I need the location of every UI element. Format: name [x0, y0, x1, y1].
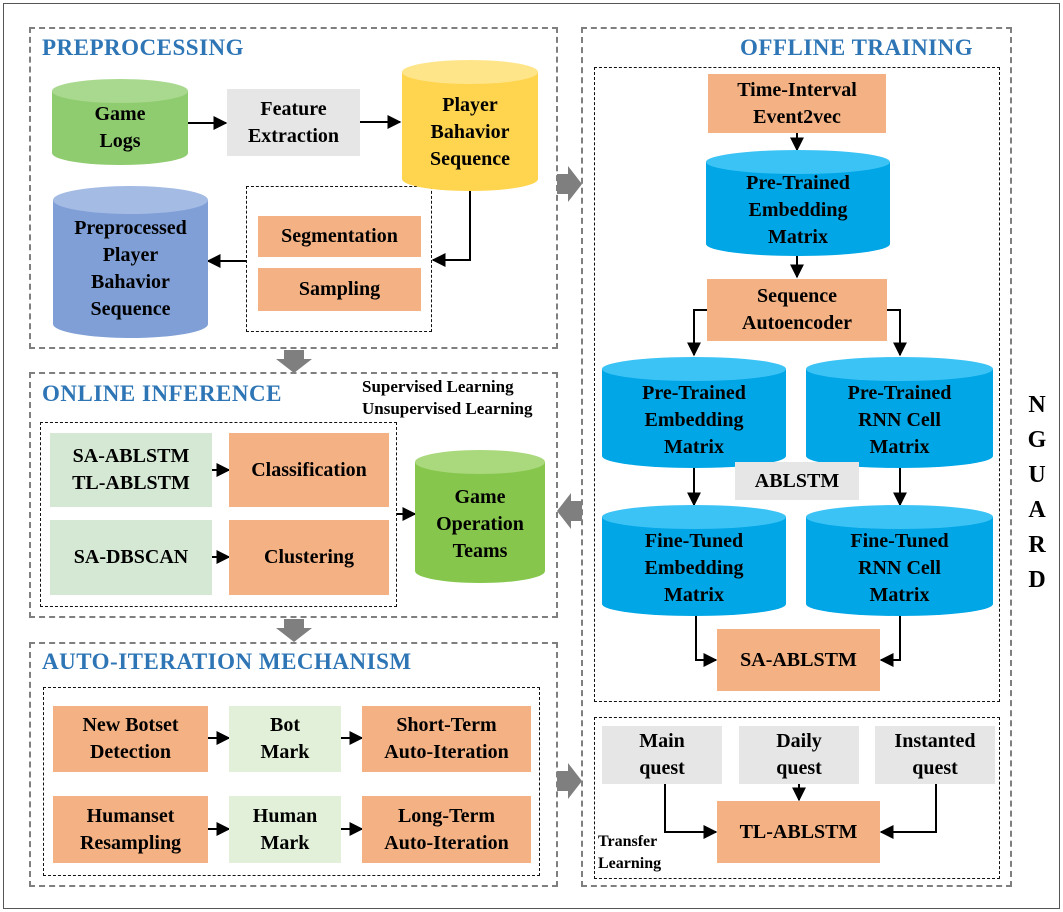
gray-arrow-pre-to-offline — [557, 166, 582, 202]
game-logs-cylinder: Game Logs — [52, 79, 188, 165]
offline-core-group — [594, 67, 1000, 702]
pretrained-embedding-top-label: Pre-Trained Embedding Matrix — [746, 171, 850, 248]
gray-arrow-auto-to-offline — [557, 763, 582, 799]
offline-training-title: OFFLINE TRAINING — [740, 35, 974, 60]
nguard-letter: N — [1028, 392, 1046, 418]
pretrained-rnn-cylinder: Pre-Trained RNN Cell Matrix — [806, 357, 993, 468]
nguard-letter: U — [1028, 462, 1046, 488]
short-term-auto-iteration-box: Short-Term Auto-Iteration — [362, 706, 531, 772]
supervised-learning-note: Supervised Learning — [362, 377, 514, 396]
segmentation-sampling-group — [246, 186, 432, 332]
new-botset-detection-box: New Botset Detection — [53, 706, 208, 772]
unsupervised-learning-note: Unsupervised Learning — [362, 399, 533, 418]
finetuned-embedding-cylinder: Fine-Tuned Embedding Matrix — [602, 505, 786, 616]
preprocessing-title: PREPROCESSING — [42, 35, 245, 60]
arrow-finetuned-left-to-sa — [695, 615, 718, 667]
player-behavior-cylinder: Player Bahavior Sequence — [402, 60, 538, 191]
sa-tl-ablstm-box: SA-ABLSTM TL-ABLSTM — [50, 433, 212, 507]
finetuned-rnn-label: Fine-Tuned RNN Cell Matrix — [850, 529, 949, 606]
tl-ablstm-box: TL-ABLSTM — [717, 801, 880, 863]
auto-iteration-title: AUTO-ITERATION MECHANISM — [42, 649, 412, 674]
instanted-quest-box: Instanted quest — [875, 726, 995, 784]
game-operation-teams-cylinder: Game Operation Teams — [415, 450, 545, 583]
arrow-player-to-group — [431, 190, 471, 267]
humanset-resampling-box: Humanset Resampling — [53, 796, 208, 863]
sequence-autoencoder-box: Sequence Autoencoder — [707, 279, 887, 341]
preprocessed-sequence-cylinder: Preprocessed Player Bahavior Sequence — [53, 186, 208, 338]
arrow-autoencoder-to-right — [887, 309, 907, 357]
pretrained-embedding-left-label: Pre-Trained Embedding Matrix — [642, 381, 746, 458]
online-inference-section — [29, 372, 558, 618]
nguard-vertical-label: N G U A R D — [1022, 388, 1052, 598]
human-mark-box: Human Mark — [229, 796, 341, 863]
nguard-letter: R — [1028, 532, 1046, 558]
segmentation-box: Segmentation — [258, 216, 421, 257]
finetuned-rnn-cylinder: Fine-Tuned RNN Cell Matrix — [806, 505, 993, 616]
pretrained-embedding-left-cylinder: Pre-Trained Embedding Matrix — [602, 357, 786, 468]
transfer-learning-group — [594, 717, 1000, 879]
player-behavior-label: Player Bahavior Sequence — [430, 93, 510, 170]
sampling-box: Sampling — [258, 268, 421, 311]
long-term-auto-iteration-box: Long-Term Auto-Iteration — [362, 796, 531, 863]
inference-models-group — [40, 422, 397, 607]
time-interval-event2vec-box: Time-Interval Event2vec — [708, 74, 886, 133]
main-quest-box: Main quest — [602, 726, 722, 784]
preprocessed-sequence-label: Preprocessed Player Bahavior Sequence — [74, 217, 187, 320]
pretrained-embedding-top-cylinder: Pre-Trained Embedding Matrix — [706, 150, 890, 256]
arrow-main-to-tl — [664, 783, 718, 839]
ablstm-label-box: ABLSTM — [735, 462, 859, 500]
arrow-finetuned-right-to-sa — [879, 615, 901, 667]
bot-mark-box: Bot Mark — [229, 706, 341, 772]
offline-training-section — [581, 27, 1012, 887]
nguard-letter: G — [1027, 427, 1047, 453]
nguard-letter: A — [1028, 497, 1046, 523]
sa-ablstm-box: SA-ABLSTM — [717, 629, 880, 691]
finetuned-embedding-label: Fine-Tuned Embedding Matrix — [644, 529, 744, 606]
transfer-learning-note: Transfer Learning — [598, 833, 662, 872]
sa-dbscan-box: SA-DBSCAN — [50, 520, 212, 595]
game-logs-label: Game Logs — [94, 103, 146, 152]
classification-box: Classification — [229, 433, 389, 507]
daily-quest-box: Daily quest — [739, 726, 859, 784]
gray-arrow-pre-to-online — [276, 350, 312, 373]
outer-frame — [3, 3, 1060, 909]
feature-extraction-box: Feature Extraction — [227, 89, 360, 156]
arrow-instanted-to-tl — [879, 783, 937, 839]
online-inference-title: ONLINE INFERENCE — [42, 381, 282, 406]
gray-arrow-offline-to-online — [557, 493, 582, 529]
iteration-group — [43, 687, 540, 876]
pretrained-rnn-label: Pre-Trained RNN Cell Matrix — [847, 381, 952, 458]
clustering-box: Clustering — [229, 520, 389, 595]
arrow-autoencoder-to-left — [687, 309, 707, 357]
gray-arrow-online-to-auto — [276, 619, 312, 642]
nguard-letter: D — [1028, 567, 1046, 593]
game-operation-teams-label: Game Operation Teams — [436, 485, 524, 562]
auto-iteration-section — [29, 642, 558, 887]
